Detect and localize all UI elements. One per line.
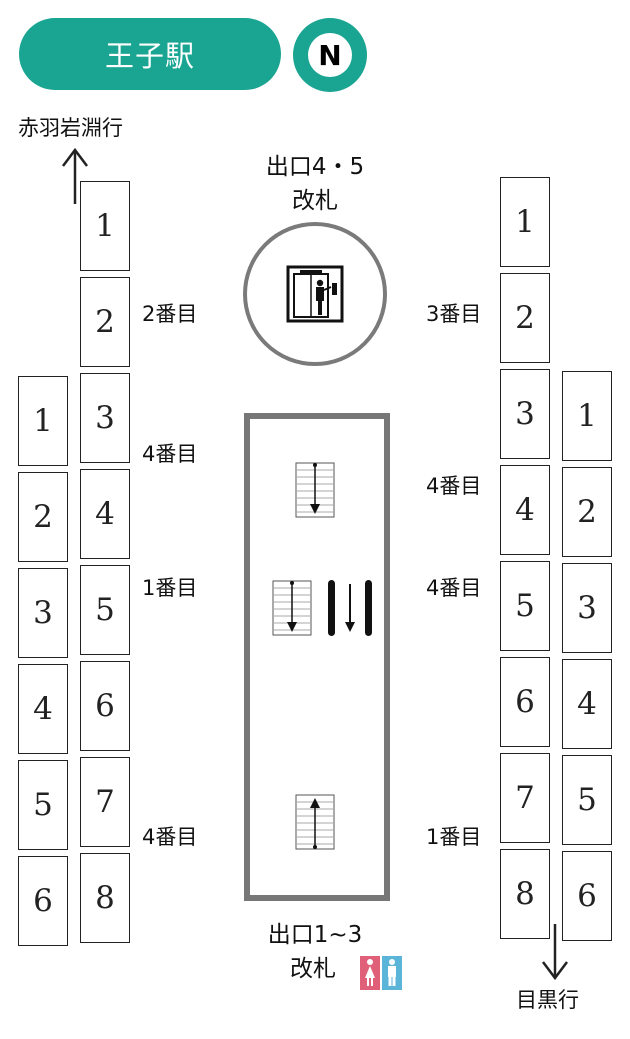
car-left-inner-8: 8 bbox=[80, 853, 130, 943]
car-left-outer-6: 6 bbox=[18, 856, 68, 946]
car-right-outer-4: 4 bbox=[562, 659, 612, 749]
right-label-escalator: 4番目 bbox=[426, 576, 482, 600]
left-label-stairs-top: 4番目 bbox=[142, 442, 198, 466]
car-right-outer-3: 3 bbox=[562, 563, 612, 653]
left-label-elevator: 2番目 bbox=[142, 302, 198, 326]
left-label-stairs-bottom: 4番目 bbox=[142, 825, 198, 849]
car-right-inner-8: 8 bbox=[500, 849, 550, 939]
car-left-outer-2: 2 bbox=[18, 472, 68, 562]
bottom-exit-name: 出口1~3 bbox=[267, 922, 363, 948]
station-name-banner: 王子駅 bbox=[19, 18, 281, 90]
car-left-inner-4: 4 bbox=[80, 469, 130, 559]
car-right-inner-4: 4 bbox=[500, 465, 550, 555]
elevator-icon bbox=[286, 265, 344, 323]
left-label-escalator: 1番目 bbox=[142, 576, 198, 600]
elevator-area bbox=[243, 222, 387, 366]
arrow-down-icon bbox=[542, 924, 568, 981]
restroom-icons bbox=[360, 956, 402, 990]
car-right-inner-2: 2 bbox=[500, 273, 550, 363]
car-right-inner-6: 6 bbox=[500, 657, 550, 747]
station-name: 王子駅 bbox=[104, 39, 195, 73]
south-direction-label: 目黒行 bbox=[516, 988, 579, 1012]
platform-stairs-area bbox=[244, 413, 390, 901]
right-label-stairs-top: 4番目 bbox=[426, 474, 482, 498]
car-right-outer-5: 5 bbox=[562, 755, 612, 845]
car-right-inner-7: 7 bbox=[500, 753, 550, 843]
car-left-inner-6: 6 bbox=[80, 661, 130, 751]
car-left-outer-5: 5 bbox=[18, 760, 68, 850]
car-right-inner-5: 5 bbox=[500, 561, 550, 651]
car-left-inner-5: 5 bbox=[80, 565, 130, 655]
top-exit-name: 出口4・5 bbox=[265, 154, 365, 180]
car-left-inner-3: 3 bbox=[80, 373, 130, 463]
north-letter: N bbox=[308, 33, 352, 77]
car-right-outer-1: 1 bbox=[562, 371, 612, 461]
right-label-elevator: 3番目 bbox=[426, 302, 482, 326]
top-exit-label: 出口4・5 改札 bbox=[240, 150, 390, 218]
car-left-inner-1: 1 bbox=[80, 181, 130, 271]
north-compass-icon: N bbox=[293, 18, 367, 92]
female-restroom-icon bbox=[360, 956, 380, 990]
stairs-down-icon-2 bbox=[272, 580, 312, 636]
car-right-outer-6: 6 bbox=[562, 851, 612, 941]
car-right-inner-3: 3 bbox=[500, 369, 550, 459]
car-left-outer-1: 1 bbox=[18, 376, 68, 466]
escalator-down-icon bbox=[328, 580, 372, 636]
male-restroom-icon bbox=[382, 956, 402, 990]
car-left-outer-4: 4 bbox=[18, 664, 68, 754]
arrow-up-icon bbox=[62, 147, 88, 204]
car-right-inner-1: 1 bbox=[500, 177, 550, 267]
car-left-inner-7: 7 bbox=[80, 757, 130, 847]
stairs-down-icon bbox=[295, 462, 335, 518]
stairs-up-icon bbox=[295, 794, 335, 850]
car-left-outer-3: 3 bbox=[18, 568, 68, 658]
top-exit-gate: 改札 bbox=[292, 188, 338, 214]
right-label-stairs-bottom: 1番目 bbox=[426, 825, 482, 849]
bottom-exit-gate: 改札 bbox=[290, 956, 336, 982]
car-right-outer-2: 2 bbox=[562, 467, 612, 557]
car-left-inner-2: 2 bbox=[80, 277, 130, 367]
north-direction-label: 赤羽岩淵行 bbox=[18, 116, 123, 140]
